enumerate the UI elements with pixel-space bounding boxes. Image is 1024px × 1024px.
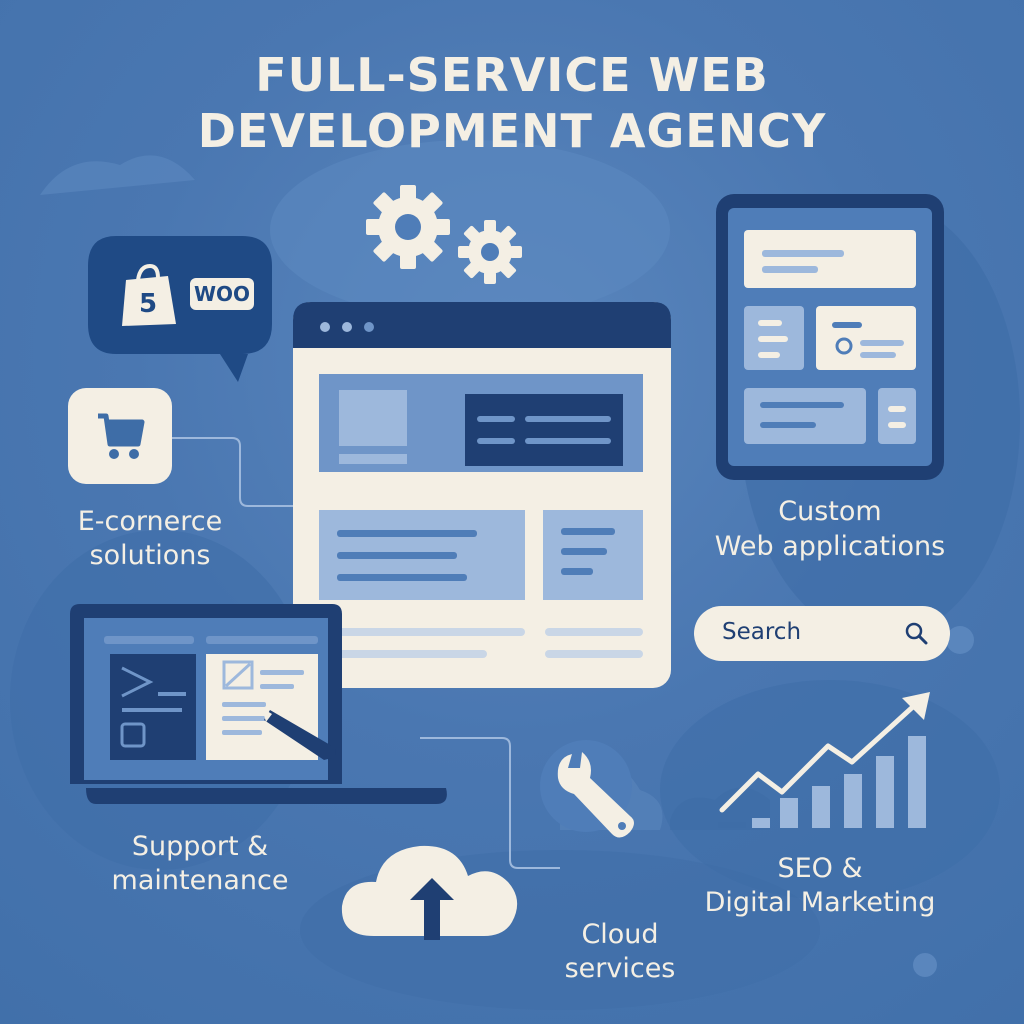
cloud-upload-icon (341, 845, 518, 940)
window-dot (320, 322, 330, 332)
support-label-1: Support & (131, 831, 269, 862)
platform-speech-bubble (88, 236, 272, 382)
search-icon[interactable] (904, 621, 930, 647)
ecommerce-tile (68, 388, 172, 484)
shopify-glyph: 5 (139, 289, 157, 319)
cloud-label-1: Cloud (581, 919, 659, 950)
search-placeholder: Search (722, 619, 802, 645)
window-dot (364, 322, 374, 332)
custom-apps-label-1: Custom (778, 496, 882, 527)
shopify-bag-icon: 5 (122, 263, 176, 326)
window-dot (342, 322, 352, 332)
cart-icon (98, 413, 145, 459)
gear-icon (366, 185, 522, 284)
headline-line-1: FULL-SERVICE WEB (255, 48, 769, 102)
tablet-device (716, 194, 944, 480)
growth-chart-icon (718, 692, 930, 828)
wrench-icon (540, 740, 634, 838)
woocommerce-badge: WOO (190, 278, 254, 310)
laptop-device (70, 604, 447, 804)
stylus-pen (264, 710, 336, 760)
headline-line-2: DEVELOPMENT AGENCY (197, 104, 827, 158)
seo-label-2: Digital Marketing (704, 887, 936, 918)
browser-window (293, 302, 671, 688)
search-bar[interactable]: Search (694, 606, 950, 661)
cloud-label-2: services (564, 953, 676, 984)
support-label-2: maintenance (111, 865, 289, 896)
seo-label-1: SEO & (777, 853, 863, 884)
ecommerce-label-1: E-cornerce (77, 506, 223, 537)
ecommerce-label-2: solutions (89, 540, 211, 571)
custom-apps-label-2: Web applications (714, 531, 946, 562)
